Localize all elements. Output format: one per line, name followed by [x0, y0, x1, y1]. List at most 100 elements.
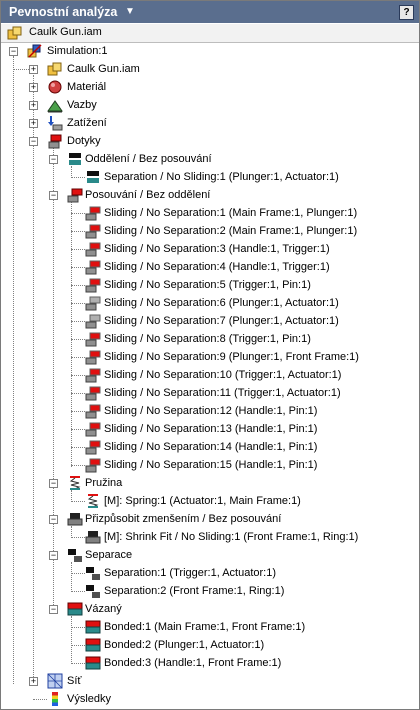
tree-line — [71, 411, 85, 412]
collapse-toggle[interactable]: − — [49, 604, 58, 614]
tree-line — [71, 645, 85, 646]
chevron-down-icon[interactable]: ▼ — [125, 6, 135, 17]
spring-icon — [69, 476, 81, 490]
tree-item-contact[interactable]: Sliding / No Separation:5 (Trigger:1, Pi… — [1, 276, 419, 294]
tree-label: Sliding / No Separation:7 (Plunger:1, Ac… — [104, 315, 339, 327]
shrink-fit-icon — [67, 513, 83, 526]
tree-item-contact[interactable]: Bonded:2 (Plunger:1, Actuator:1) — [1, 636, 419, 654]
collapse-toggle[interactable]: − — [9, 46, 18, 56]
tree-item-contact[interactable]: Sliding / No Separation:2 (Main Frame:1,… — [1, 222, 419, 240]
tree-line — [71, 303, 85, 304]
tree-label: Separation:2 (Front Frame:1, Ring:1) — [104, 585, 285, 597]
tree-item-contact[interactable]: Sliding / No Separation:13 (Handle:1, Pi… — [1, 420, 419, 438]
tree-line — [71, 465, 85, 466]
tree-item-simulation[interactable]: − Simulation:1 — [1, 42, 419, 60]
results-icon — [52, 692, 58, 706]
tree-line — [71, 375, 85, 376]
collapse-toggle[interactable]: − — [29, 136, 38, 146]
tree-line — [71, 285, 85, 286]
tree-item-sliding-group[interactable]: − Posouvání / Bez oddělení — [1, 186, 419, 204]
tree-label: Sliding / No Separation:5 (Trigger:1, Pi… — [104, 279, 311, 291]
tree-item-contact[interactable]: Sliding / No Separation:8 (Trigger:1, Pi… — [1, 330, 419, 348]
tree-item-spring-group[interactable]: − Pružina — [1, 474, 419, 492]
tree-line — [71, 202, 72, 467]
separation-no-sliding-icon — [87, 171, 99, 183]
tree-label: Oddělení / Bez posouvání — [85, 153, 212, 165]
sliding-contact-icon — [85, 386, 101, 401]
tree-item-contact[interactable]: Sliding / No Separation:10 (Trigger:1, A… — [1, 366, 419, 384]
expand-toggle[interactable]: + — [29, 82, 38, 92]
tree-item-contact[interactable]: Sliding / No Separation:4 (Handle:1, Tri… — [1, 258, 419, 276]
tree-item-results[interactable]: Výsledky — [1, 690, 419, 708]
tree-item-contact[interactable]: Sliding / No Separation:6 (Plunger:1, Ac… — [1, 294, 419, 312]
tree-line — [71, 447, 85, 448]
expand-toggle[interactable]: + — [29, 676, 38, 686]
tree-item-mesh[interactable]: + Síť — [1, 672, 419, 690]
tree-item-contact[interactable]: Bonded:3 (Handle:1, Front Frame:1) — [1, 654, 419, 672]
tree-item-assembly[interactable]: + Caulk Gun.iam — [1, 60, 419, 78]
expand-toggle[interactable]: + — [29, 118, 38, 128]
tree-item-contact[interactable]: Sliding / No Separation:11 (Trigger:1, A… — [1, 384, 419, 402]
bonded-icon — [85, 638, 101, 652]
tree-line — [13, 56, 14, 684]
tree-item-contact[interactable]: Bonded:1 (Main Frame:1, Front Frame:1) — [1, 618, 419, 636]
material-icon — [48, 80, 62, 94]
collapse-toggle[interactable]: − — [49, 154, 58, 164]
collapse-toggle[interactable]: − — [49, 514, 58, 524]
separation-icon — [86, 585, 100, 598]
bonded-icon — [67, 602, 83, 616]
tree-item-bonded-group[interactable]: − Vázaný — [1, 600, 419, 618]
tree-label: Separace — [85, 549, 133, 561]
tree-label: Výsledky — [67, 693, 112, 705]
tree-item-constraints[interactable]: + Vazby — [1, 96, 419, 114]
tree-item-contact[interactable]: Sliding / No Separation:9 (Plunger:1, Fr… — [1, 348, 419, 366]
tree-item-separation-no-sliding-group[interactable]: − Oddělení / Bez posouvání — [1, 150, 419, 168]
tree-item-contact[interactable]: [M]: Spring:1 (Actuator:1, Main Frame:1) — [1, 492, 419, 510]
tree-line — [71, 627, 85, 628]
tree-label: Bonded:1 (Main Frame:1, Front Frame:1) — [104, 621, 306, 633]
help-button[interactable]: ? — [399, 5, 414, 20]
tree-item-contact[interactable]: [M]: Shrink Fit / No Sliding:1 (Front Fr… — [1, 528, 419, 546]
expand-toggle[interactable]: + — [29, 100, 38, 110]
tree-line — [33, 75, 34, 685]
assembly-icon — [7, 26, 22, 40]
tree-item-contact[interactable]: Separation:1 (Trigger:1, Actuator:1) — [1, 564, 419, 582]
tree-line — [13, 69, 29, 70]
tree-label: Přizpůsobit zmenšením / Bez posouvání — [85, 513, 282, 525]
panel-title[interactable]: Pevnostní analýza — [9, 5, 118, 19]
tree-item-contact[interactable]: Separation / No Sliding:1 (Plunger:1, Ac… — [1, 168, 419, 186]
tree-item-contact[interactable]: Sliding / No Separation:15 (Handle:1, Pi… — [1, 456, 419, 474]
tree-item-material[interactable]: + Materiál — [1, 78, 419, 96]
bonded-icon — [85, 656, 101, 670]
root-node[interactable]: Caulk Gun.iam — [1, 24, 419, 43]
sliding-contact-icon — [67, 188, 83, 203]
collapse-toggle[interactable]: − — [49, 478, 58, 488]
tree-line — [71, 166, 72, 178]
tree-item-contacts[interactable]: − Dotyky — [1, 132, 419, 150]
tree-line — [71, 537, 85, 538]
tree-item-contact[interactable]: Sliding / No Separation:14 (Handle:1, Pi… — [1, 438, 419, 456]
tree-label: Sliding / No Separation:15 (Handle:1, Pi… — [104, 459, 318, 471]
tree-item-contact[interactable]: Sliding / No Separation:12 (Handle:1, Pi… — [1, 402, 419, 420]
tree-item-shrink-fit-group[interactable]: − Přizpůsobit zmenšením / Bez posouvání — [1, 510, 419, 528]
sliding-contact-icon — [85, 368, 101, 383]
tree-line — [33, 699, 47, 700]
tree-item-contact[interactable]: Sliding / No Separation:7 (Plunger:1, Ac… — [1, 312, 419, 330]
panel-titlebar[interactable]: Pevnostní analýza ▼ ? — [1, 1, 419, 23]
tree-label: Bonded:3 (Handle:1, Front Frame:1) — [104, 657, 282, 669]
sliding-contact-icon — [85, 440, 101, 455]
bonded-icon — [85, 620, 101, 634]
tree-line — [71, 177, 85, 178]
tree-label: Sliding / No Separation:11 (Trigger:1, A… — [104, 387, 341, 399]
spring-icon — [87, 494, 99, 508]
tree-item-contact[interactable]: Sliding / No Separation:1 (Main Frame:1,… — [1, 204, 419, 222]
collapse-toggle[interactable]: − — [49, 190, 58, 200]
collapse-toggle[interactable]: − — [49, 550, 58, 560]
tree-item-contact[interactable]: Separation:2 (Front Frame:1, Ring:1) — [1, 582, 419, 600]
tree-item-loads[interactable]: + Zatížení — [1, 114, 419, 132]
separation-icon — [86, 567, 100, 580]
expand-toggle[interactable]: + — [29, 64, 38, 74]
tree-label: Caulk Gun.iam — [67, 63, 140, 75]
tree-item-separation-group[interactable]: − Separace — [1, 546, 419, 564]
tree-item-contact[interactable]: Sliding / No Separation:3 (Handle:1, Tri… — [1, 240, 419, 258]
